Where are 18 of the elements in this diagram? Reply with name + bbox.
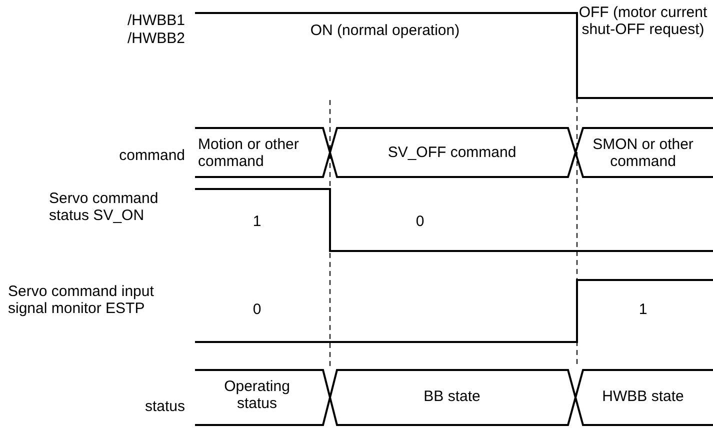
- signal-value: 1: [252, 213, 262, 230]
- state-label: HWBB state: [601, 388, 685, 405]
- signal-name: /HWBB1: [126, 12, 185, 29]
- signal-value: 0: [414, 213, 426, 230]
- signal-value: 1: [638, 301, 648, 318]
- state-label: Motion or other command: [198, 136, 300, 170]
- signal-name: Servo command input signal monitor ESTP: [8, 283, 155, 317]
- signal-name: command: [118, 147, 185, 164]
- state-label: SMON or other command: [592, 136, 694, 170]
- signal-name: status: [144, 398, 185, 415]
- signal-value: 0: [252, 301, 262, 318]
- state-label: OFF (motor current shut-OFF request): [578, 4, 708, 38]
- state-label: ON (normal operation): [309, 22, 461, 39]
- signal-name: /HWBB2: [126, 30, 185, 47]
- state-label: Operating status: [223, 378, 291, 412]
- state-label: BB state: [422, 388, 482, 405]
- state-label: SV_OFF command: [386, 144, 518, 161]
- signal-name: Servo command status SV_ON: [49, 190, 160, 224]
